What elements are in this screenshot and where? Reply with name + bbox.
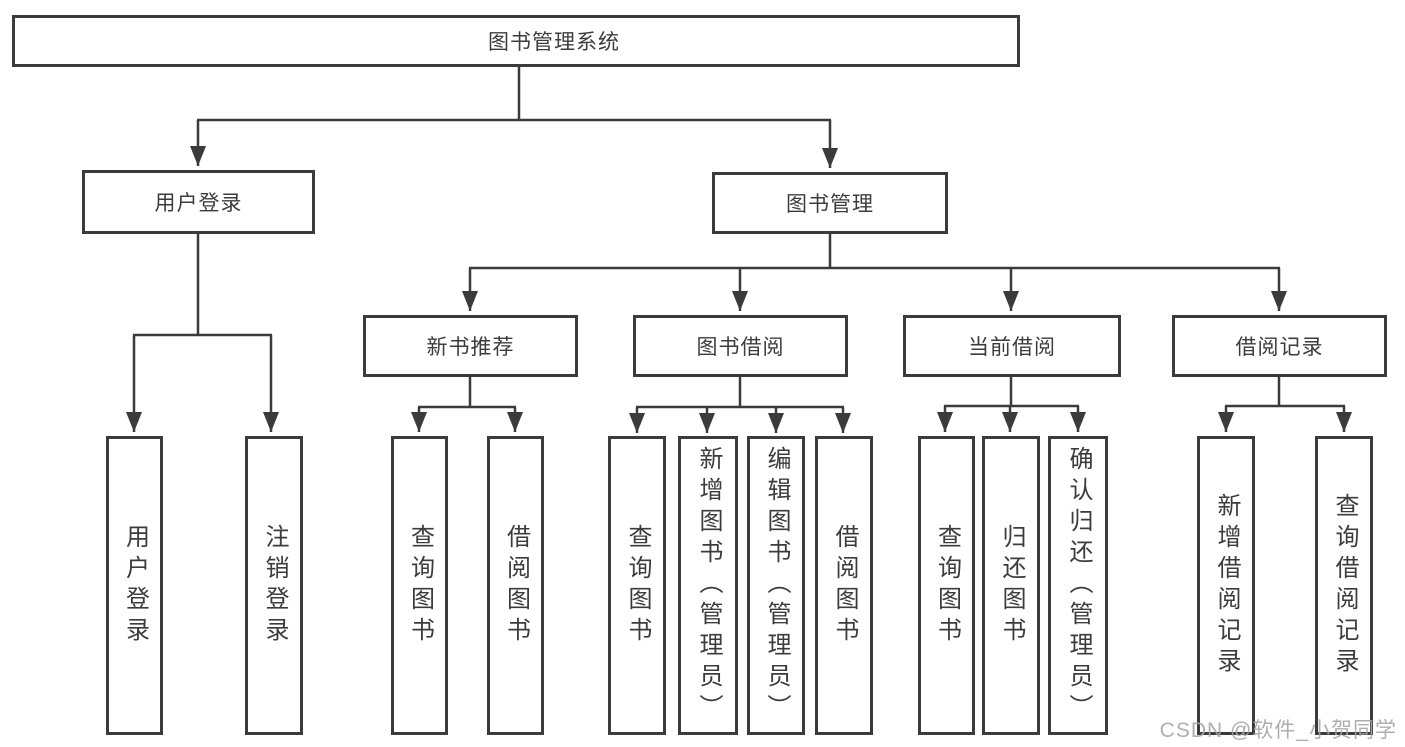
- leaf-label: 查询图书: [933, 523, 961, 648]
- node-label: 当前借阅: [968, 336, 1056, 359]
- leaf-label: 编辑图书（管理员）: [763, 446, 790, 725]
- node-current-borrowing: 当前借阅: [903, 315, 1121, 377]
- node-borrowing-records: 借阅记录: [1172, 315, 1387, 377]
- leaf-add-books-admin: 新增图书（管理员）: [678, 436, 738, 735]
- leaf-query-books-borrowing: 查询图书: [608, 436, 666, 735]
- node-label: 用户登录: [154, 192, 243, 215]
- leaf-logout: 注销登录: [245, 436, 303, 735]
- leaf-add-borrow-record: 新增借阅记录: [1197, 436, 1255, 735]
- leaf-borrow-books-recommend: 借阅图书: [487, 436, 544, 735]
- leaf-label: 查询图书: [624, 523, 651, 648]
- node-label: 图书借阅: [696, 336, 785, 359]
- leaf-confirm-return-admin: 确认归还（管理员）: [1048, 436, 1108, 735]
- leaf-label: 借阅图书: [502, 523, 530, 648]
- node-new-book-recommend: 新书推荐: [363, 315, 578, 377]
- leaf-query-books-current: 查询图书: [918, 436, 975, 735]
- leaf-label: 新增借阅记录: [1213, 492, 1240, 679]
- node-library-management-system: 图书管理系统: [12, 15, 1020, 67]
- node-book-management: 图书管理: [712, 172, 948, 234]
- node-label: 图书管理系统: [488, 31, 620, 54]
- leaf-label: 注销登录: [261, 523, 288, 648]
- leaf-user-login: 用户登录: [106, 436, 163, 735]
- node-label: 新书推荐: [426, 336, 515, 359]
- node-user-login: 用户登录: [82, 170, 315, 234]
- csdn-watermark: CSDN @软件_小贺同学: [1159, 719, 1397, 742]
- leaf-label: 用户登录: [121, 523, 149, 648]
- node-label: 图书管理: [786, 193, 874, 216]
- leaf-label: 查询借阅记录: [1331, 492, 1358, 679]
- leaf-borrow-books: 借阅图书: [815, 436, 873, 735]
- leaf-query-books-recommend: 查询图书: [391, 436, 448, 735]
- leaf-label: 归还图书: [998, 523, 1025, 648]
- leaf-label: 新增图书（管理员）: [695, 446, 722, 725]
- node-book-borrowing: 图书借阅: [633, 315, 848, 377]
- leaf-query-borrow-record: 查询借阅记录: [1315, 436, 1373, 735]
- leaf-return-books: 归还图书: [982, 436, 1040, 735]
- leaf-edit-books-admin: 编辑图书（管理员）: [747, 436, 805, 735]
- node-label: 借阅记录: [1235, 336, 1324, 359]
- leaf-label: 确认归还（管理员）: [1065, 446, 1092, 725]
- leaf-label: 查询图书: [406, 523, 434, 648]
- leaf-label: 借阅图书: [831, 523, 858, 648]
